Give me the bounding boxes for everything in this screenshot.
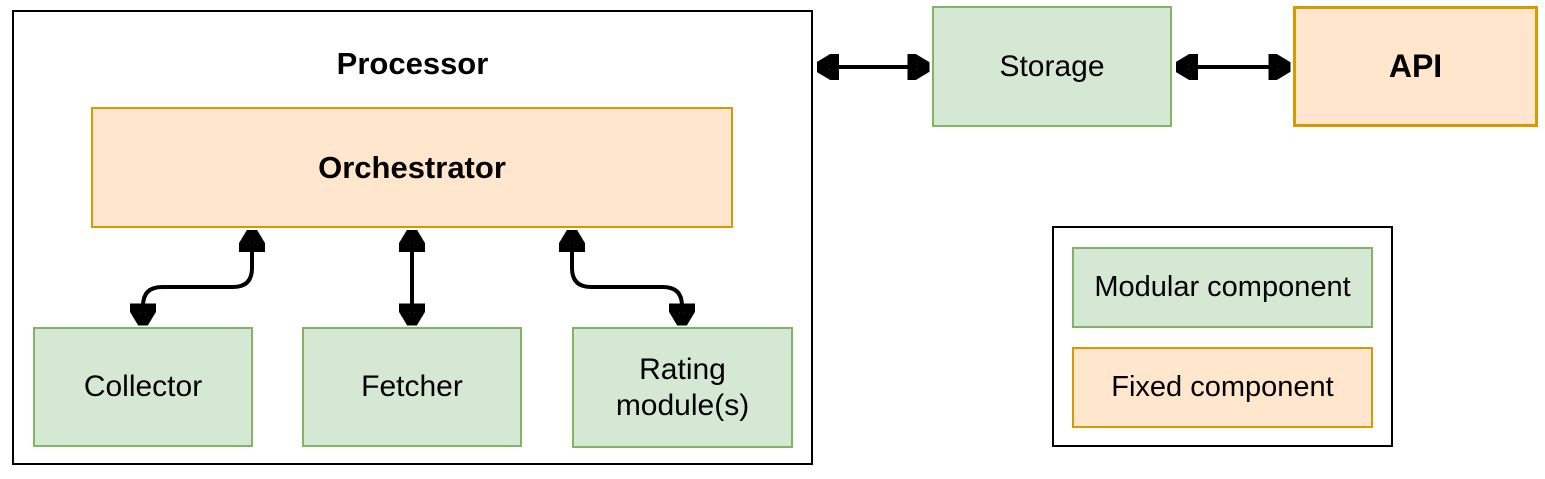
orchestrator-label: Orchestrator [318,149,506,185]
orchestrator-box: Orchestrator [91,107,733,228]
legend-fixed-label: Fixed component [1111,371,1334,404]
storage-box: Storage [932,6,1172,127]
api-label: API [1388,48,1443,85]
api-box: API [1293,6,1538,127]
storage-label: Storage [999,49,1105,83]
legend-modular-label: Modular component [1094,271,1351,304]
fetcher-label: Fetcher [361,370,463,403]
fetcher-box: Fetcher [302,327,522,447]
collector-label: Collector [83,370,203,403]
rating-modules-label: Rating module(s) [615,352,750,422]
legend-item-fixed: Fixed component [1072,347,1373,428]
rating-modules-box: Rating module(s) [572,327,793,448]
collector-box: Collector [33,327,253,447]
legend-item-modular: Modular component [1072,247,1373,328]
processor-title: Processor [336,46,489,81]
